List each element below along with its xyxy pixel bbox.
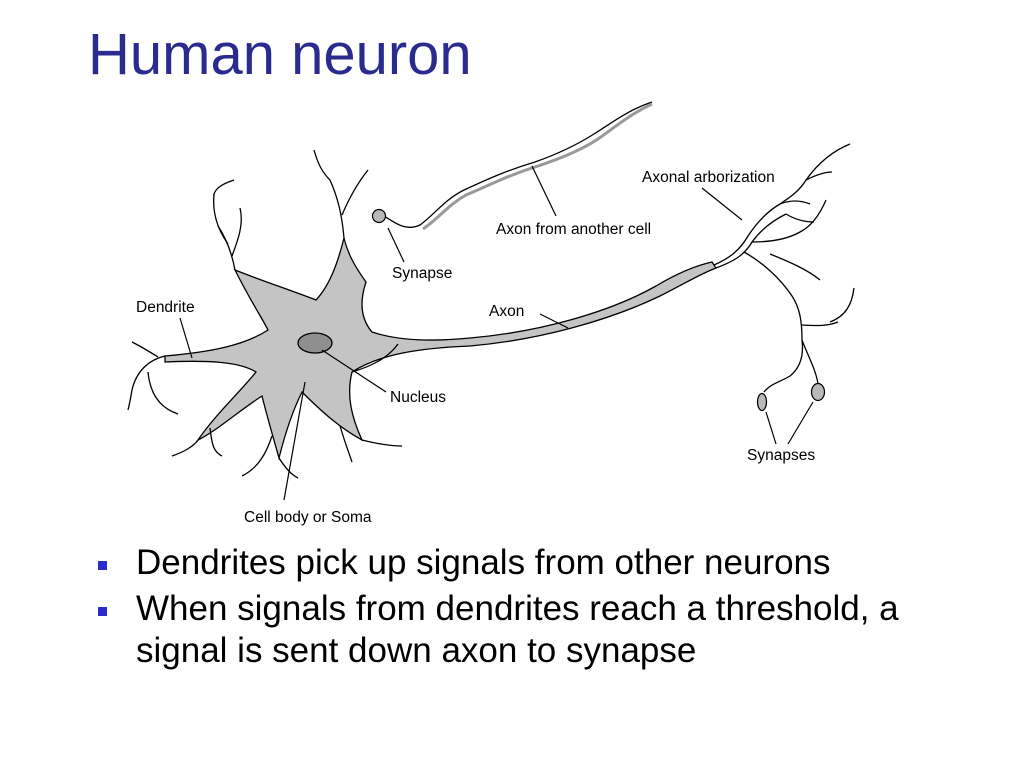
label-synapse: Synapse — [392, 265, 452, 282]
slide-title: Human neuron — [88, 22, 472, 87]
label-dendrite: Dendrite — [136, 299, 195, 316]
square-bullet-icon — [98, 561, 107, 570]
bullet-text: Dendrites pick up signals from other neu… — [136, 543, 831, 582]
synapse-terminal — [371, 208, 387, 224]
label-axon: Axon — [489, 303, 524, 320]
cell-body-shape — [164, 237, 717, 461]
bullet-list: Dendrites pick up signals from other neu… — [96, 542, 996, 676]
bullet-text: When signals from dendrites reach a thre… — [136, 589, 899, 670]
synapse-bouton-right — [810, 382, 826, 402]
bullet-item: When signals from dendrites reach a thre… — [96, 588, 996, 672]
label-axonal-arborization: Axonal arborization — [642, 169, 775, 186]
square-bullet-icon — [98, 607, 107, 616]
nucleus-shape — [297, 332, 333, 354]
incoming-axon — [380, 101, 653, 231]
label-nucleus: Nucleus — [390, 389, 446, 406]
neuron-diagram: Axonal arborization Axon from another ce… — [127, 101, 855, 526]
label-cell-body: Cell body or Soma — [244, 509, 372, 526]
leader-lines — [179, 165, 814, 501]
label-synapses: Synapses — [747, 447, 815, 464]
bullet-item: Dendrites pick up signals from other neu… — [96, 542, 996, 584]
axonal-arborization — [713, 143, 855, 393]
dendrite-branches — [127, 149, 403, 479]
synapse-bouton-left — [756, 392, 768, 412]
label-axon-from-another-cell: Axon from another cell — [496, 221, 651, 238]
